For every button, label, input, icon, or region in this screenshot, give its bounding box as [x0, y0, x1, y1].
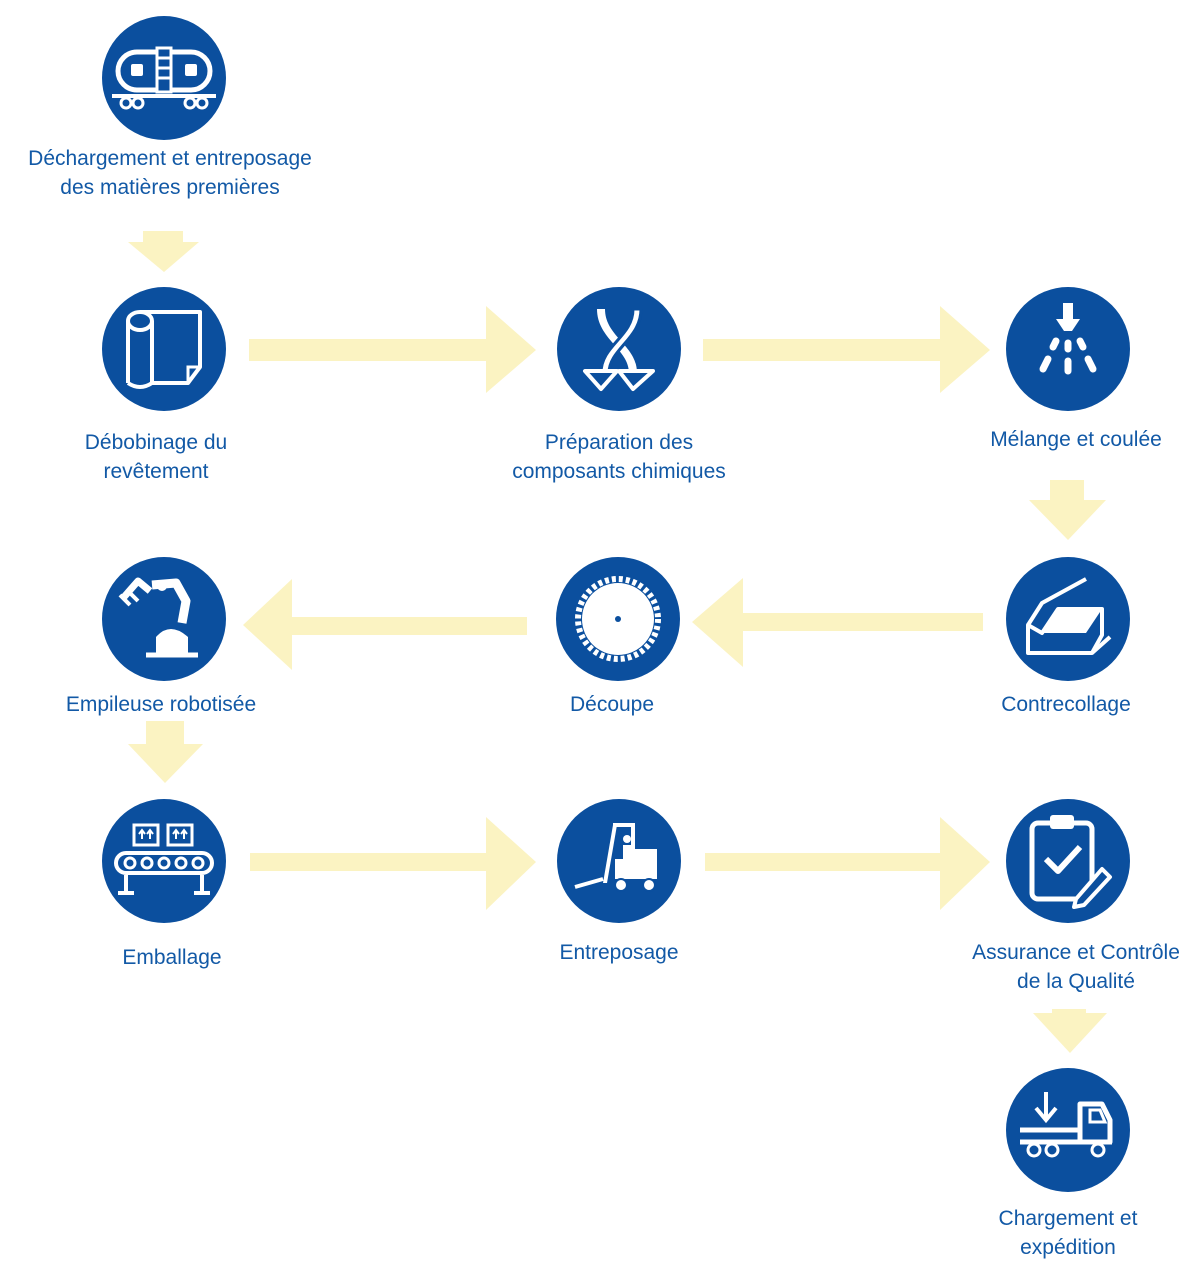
arrow-quality-to-shipping: [1033, 1009, 1107, 1053]
arrow-unwinding-to-chem-prep: [249, 306, 536, 393]
arrow-mixing-to-laminating: [1029, 480, 1106, 540]
arrow-packaging-to-storage: [250, 817, 536, 910]
arrow-unloading-to-unwinding: [128, 231, 199, 272]
arrow-cutting-to-stacking: [243, 579, 527, 670]
arrow-stacking-to-packaging: [128, 721, 203, 783]
arrow-storage-to-quality: [705, 817, 990, 910]
arrow-chem-prep-to-mixing: [703, 306, 990, 393]
arrow-laminating-to-cutting: [692, 578, 983, 667]
